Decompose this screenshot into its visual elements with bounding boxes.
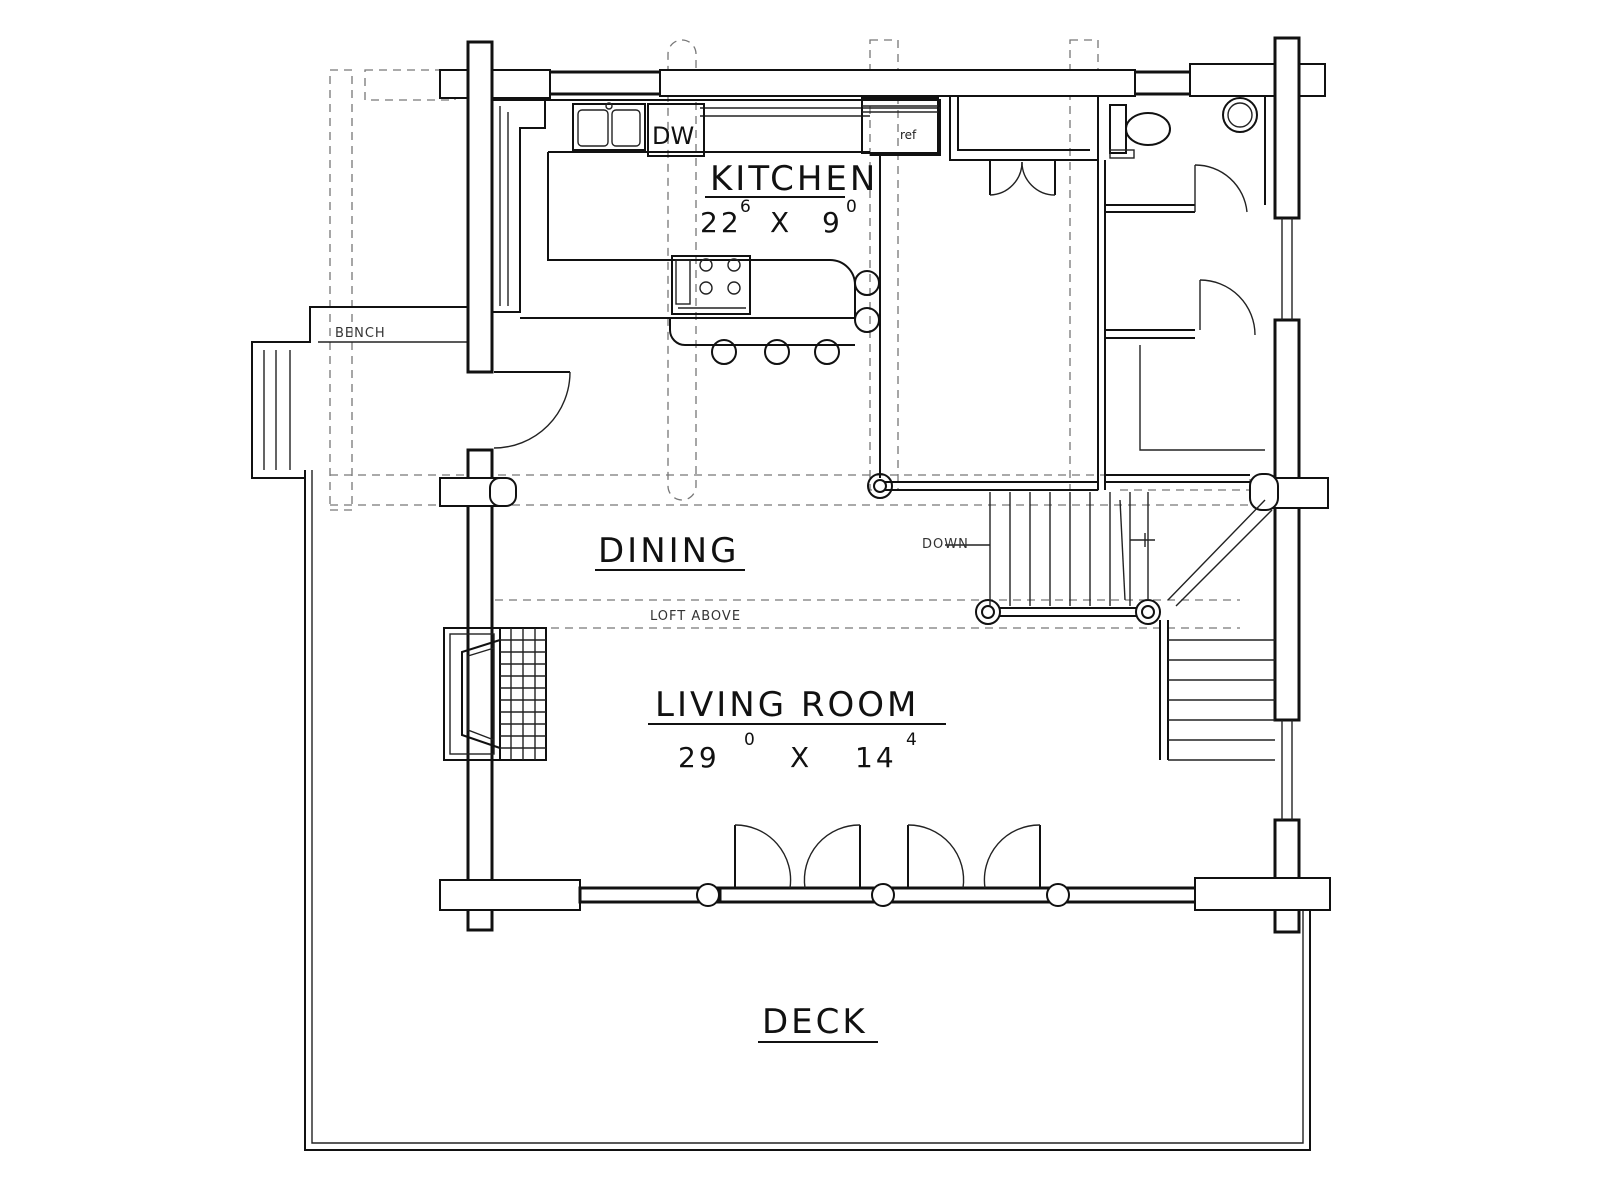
hall-closet [1104,279,1265,483]
exterior-walls [439,36,1331,934]
bar-stools [711,270,880,365]
refrigerator-icon: ref [861,97,939,154]
living-label-group: LIVING ROOM 29 0 X 14 4 [648,685,946,774]
dishwasher-label: DW [652,122,694,150]
posts [867,155,1161,625]
living-width-ft: 29 [678,741,720,774]
living-name: LIVING ROOM [655,685,919,725]
loft-above-label: LOFT ABOVE [650,609,741,624]
dishwasher-icon: DW [647,103,705,157]
stairs-up [1159,499,1275,761]
kitchen-width-in: 6 [740,197,751,217]
fireplace-icon [443,627,501,761]
living-length-in: 4 [906,730,917,750]
living-width-in: 0 [744,730,755,750]
bath-door [1194,164,1248,213]
stairs-down-label: DOWN [922,537,969,552]
kitchen-sink-icon [572,102,646,151]
deck-label-group: DECK [758,1002,878,1043]
deck-name: DECK [762,1002,868,1042]
hearth-tiles [499,627,547,761]
kitchen-island [669,259,856,346]
kitchen-length-ft: 9 [822,206,843,239]
kitchen-label-group: KITCHEN 22 6 X 9 0 [700,159,878,239]
kitchen-name: KITCHEN [710,159,878,199]
dining-label-group: DINING [595,531,745,571]
fridge-label: ref [900,128,917,142]
kitchen-width-ft: 22 [700,206,742,239]
stairs-down: DOWN [922,492,1155,606]
living-length-ft: 14 [855,741,897,774]
entry-porch: BENCH [251,306,470,479]
dining-name: DINING [598,531,739,571]
kitchen-dim-sep: X [770,206,792,239]
entry-door [493,371,571,449]
bench-label: BENCH [335,326,386,341]
kitchen-length-in: 0 [846,197,857,217]
toilet-icon [1109,104,1171,159]
living-dim-sep: X [790,741,812,774]
bathroom [1105,96,1266,339]
pantry-closet [949,96,1106,490]
kitchen-cabinets [492,99,941,319]
deck-outline [304,470,1311,1151]
bath-sink-icon [1222,97,1258,133]
stove-icon [671,255,751,315]
patio-doors [696,824,1070,907]
